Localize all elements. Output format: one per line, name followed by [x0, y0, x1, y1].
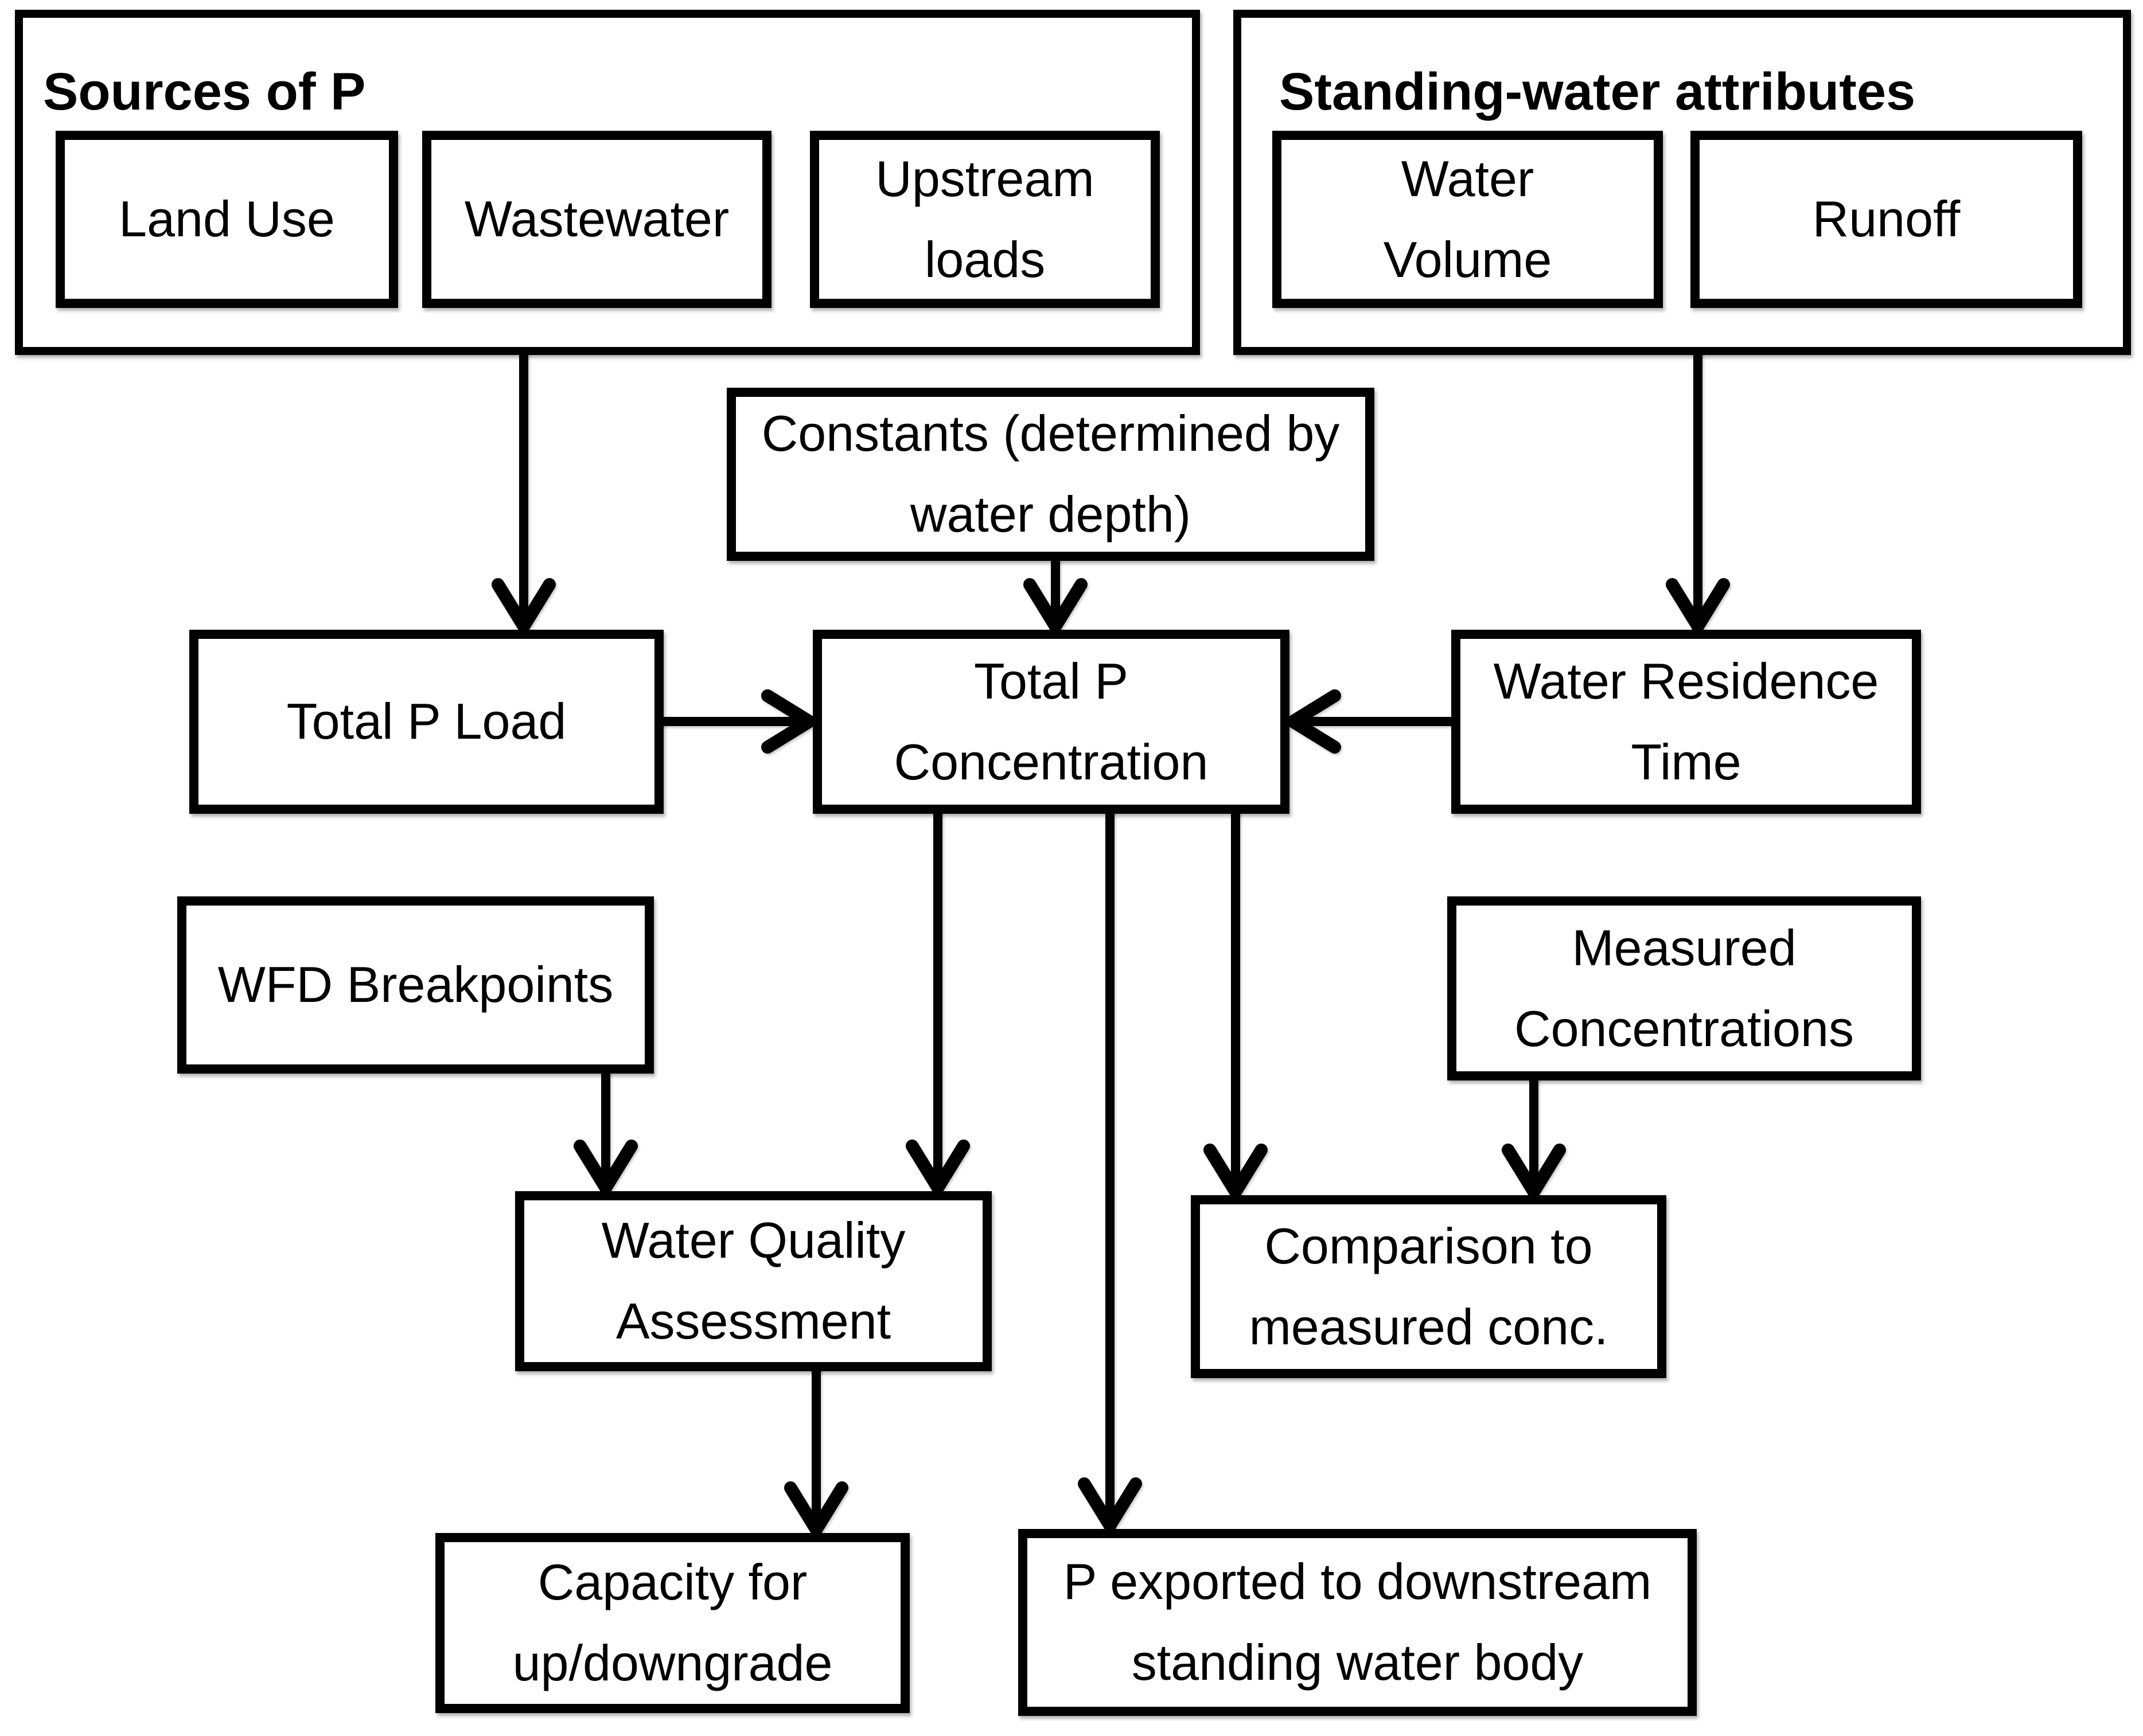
node-constants: Constants (determined by water depth)	[761, 405, 1340, 543]
node-total-p-load: Total P Load	[286, 693, 567, 750]
node-upstream-loads: Upstream loads	[875, 150, 1094, 288]
capacity-up-downgrade-label: Capacity for up/downgrade	[512, 1554, 833, 1691]
wastewater-label: Wastewater	[464, 190, 730, 248]
node-runoff: Runoff	[1812, 190, 1961, 248]
node-total-p-concentration: Total P Concentration	[894, 652, 1209, 790]
node-land-use: Land Use	[119, 190, 335, 248]
node-capacity-up-downgrade-box	[435, 1533, 910, 1713]
land-use-label: Land Use	[119, 190, 335, 248]
node-wastewater: Wastewater	[464, 190, 730, 248]
container-standing-title: Standing-water attributes	[1279, 62, 1916, 121]
node-runoff-box	[1690, 131, 2082, 308]
node-water-quality-assessment: Water Quality Assessment	[601, 1212, 906, 1349]
measured-concentrations-label: Measured Concentrations	[1514, 919, 1854, 1057]
runoff-label: Runoff	[1812, 190, 1961, 248]
constants-label: Constants (determined by water depth)	[761, 405, 1340, 543]
node-constants-box	[727, 388, 1374, 561]
total-p-concentration-label: Total P Concentration	[894, 652, 1209, 790]
water-volume-label: Water Volume	[1383, 150, 1552, 288]
node-p-exported: P exported to downstream standing water …	[1063, 1553, 1652, 1691]
node-total-p-concentration-box	[813, 630, 1289, 814]
node-comparison-to-measured-box	[1191, 1195, 1666, 1378]
p-exported-label: P exported to downstream standing water …	[1063, 1553, 1652, 1691]
node-wastewater-box	[422, 131, 772, 308]
total-p-load-label: Total P Load	[286, 693, 567, 750]
water-quality-assessment-label: Water Quality Assessment	[601, 1212, 906, 1349]
wfd-breakpoints-label: WFD Breakpoints	[217, 956, 614, 1013]
node-p-exported-box	[1018, 1529, 1697, 1716]
node-water-quality-assessment-box	[515, 1191, 992, 1371]
node-land-use-box	[56, 131, 398, 308]
node-upstream-loads-box	[810, 131, 1160, 308]
standing-water-attributes-title: Standing-water attributes	[1279, 62, 1916, 121]
node-comparison-to-measured: Comparison to measured conc.	[1249, 1217, 1608, 1355]
node-water-residence-time: Water Residence Time	[1493, 652, 1879, 790]
node-wfd-breakpoints: WFD Breakpoints	[217, 956, 614, 1013]
node-water-volume-box	[1272, 131, 1663, 308]
node-capacity-up-downgrade: Capacity for up/downgrade	[512, 1554, 833, 1691]
node-total-p-load-box	[189, 630, 664, 814]
sources-of-p-title: Sources of P	[43, 62, 366, 121]
node-wfd-breakpoints-box	[177, 896, 654, 1074]
node-water-volume: Water Volume	[1383, 150, 1552, 288]
upstream-loads-label: Upstream loads	[875, 150, 1094, 288]
container-sources-title: Sources of P	[43, 62, 366, 121]
node-water-residence-time-box	[1451, 630, 1921, 814]
node-measured-concentrations: Measured Concentrations	[1514, 919, 1854, 1057]
node-measured-concentrations-box	[1447, 896, 1921, 1080]
water-residence-time-label: Water Residence Time	[1493, 652, 1879, 790]
comparison-to-measured-label: Comparison to measured conc.	[1249, 1217, 1608, 1355]
